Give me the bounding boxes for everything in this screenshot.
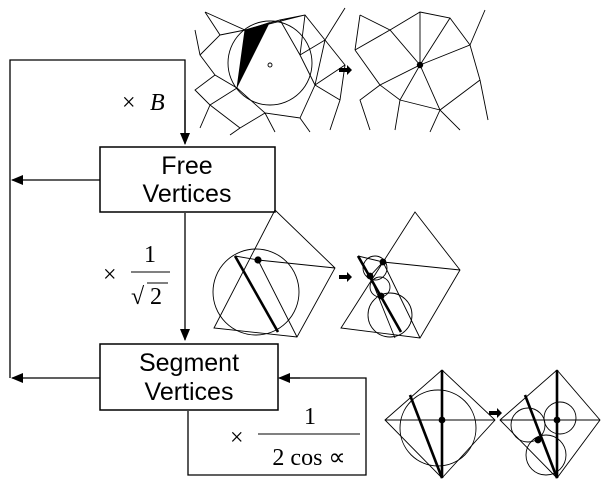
small-arrow-2 <box>339 272 352 282</box>
factor-cos-numerator: 1 <box>304 404 316 430</box>
outer-loop-line <box>9 59 186 378</box>
free-vertices-box: Free Vertices <box>99 146 276 213</box>
factor-sqrt2-radicand: 2 <box>150 284 162 310</box>
mesh-after-insertion <box>354 9 489 133</box>
segment-vertices-label-line2: Vertices <box>145 378 234 406</box>
small-arrow-1 <box>339 65 352 75</box>
skinny-triangle <box>237 22 270 88</box>
factor-sqrt2-numerator: 1 <box>144 242 156 268</box>
factor-b-symbol: B <box>150 90 165 116</box>
free-vertices-label-line1: Free <box>161 152 212 180</box>
factor-sqrt2-times: × <box>103 262 117 288</box>
segment-vertices-box: Segment Vertices <box>99 343 279 411</box>
segment-encroach-before <box>212 209 336 338</box>
segment-angle-after <box>499 369 601 479</box>
small-arrow-3 <box>489 408 502 418</box>
factor-free-to-segment: × 1 √ 2 <box>103 242 170 310</box>
factor-sqrt2-radical: √ <box>131 284 145 310</box>
segment-self-loop-line <box>187 377 367 476</box>
factor-cos-denominator: 2 cos ∝ <box>272 445 345 471</box>
factor-segment-loop: × 1 2 cos ∝ <box>230 404 360 471</box>
free-vertices-label-line2: Vertices <box>143 180 232 208</box>
segment-angle-before <box>384 369 496 479</box>
segment-encroach-after <box>340 211 461 339</box>
mesh-before-insertion <box>194 7 346 136</box>
factor-b-times: × <box>122 90 136 116</box>
segment-vertices-label-line1: Segment <box>139 349 239 377</box>
factor-cos-times: × <box>230 425 244 451</box>
factor-free-loop: × B <box>122 90 165 116</box>
